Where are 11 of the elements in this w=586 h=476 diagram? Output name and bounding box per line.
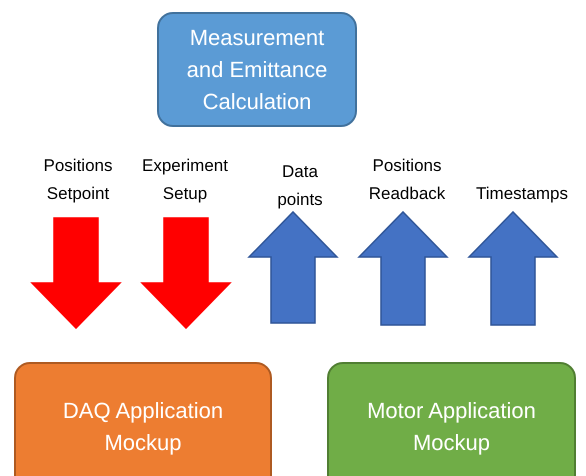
process-box	[14, 362, 272, 476]
flow-label: Data points	[276, 161, 324, 211]
box-label: DAQ Application Mockup	[62, 397, 224, 457]
box-label: Measurement and Emittance Calculation	[186, 24, 328, 116]
box-label: Motor Application Mockup	[366, 397, 537, 457]
process-box	[327, 362, 576, 476]
flow-label: Timestamps	[475, 183, 569, 205]
process-box	[157, 12, 357, 127]
flow-label: Positions Readback	[368, 155, 446, 205]
flow-label: Positions Setpoint	[42, 155, 114, 205]
flow-label: Experiment Setup	[141, 155, 229, 205]
